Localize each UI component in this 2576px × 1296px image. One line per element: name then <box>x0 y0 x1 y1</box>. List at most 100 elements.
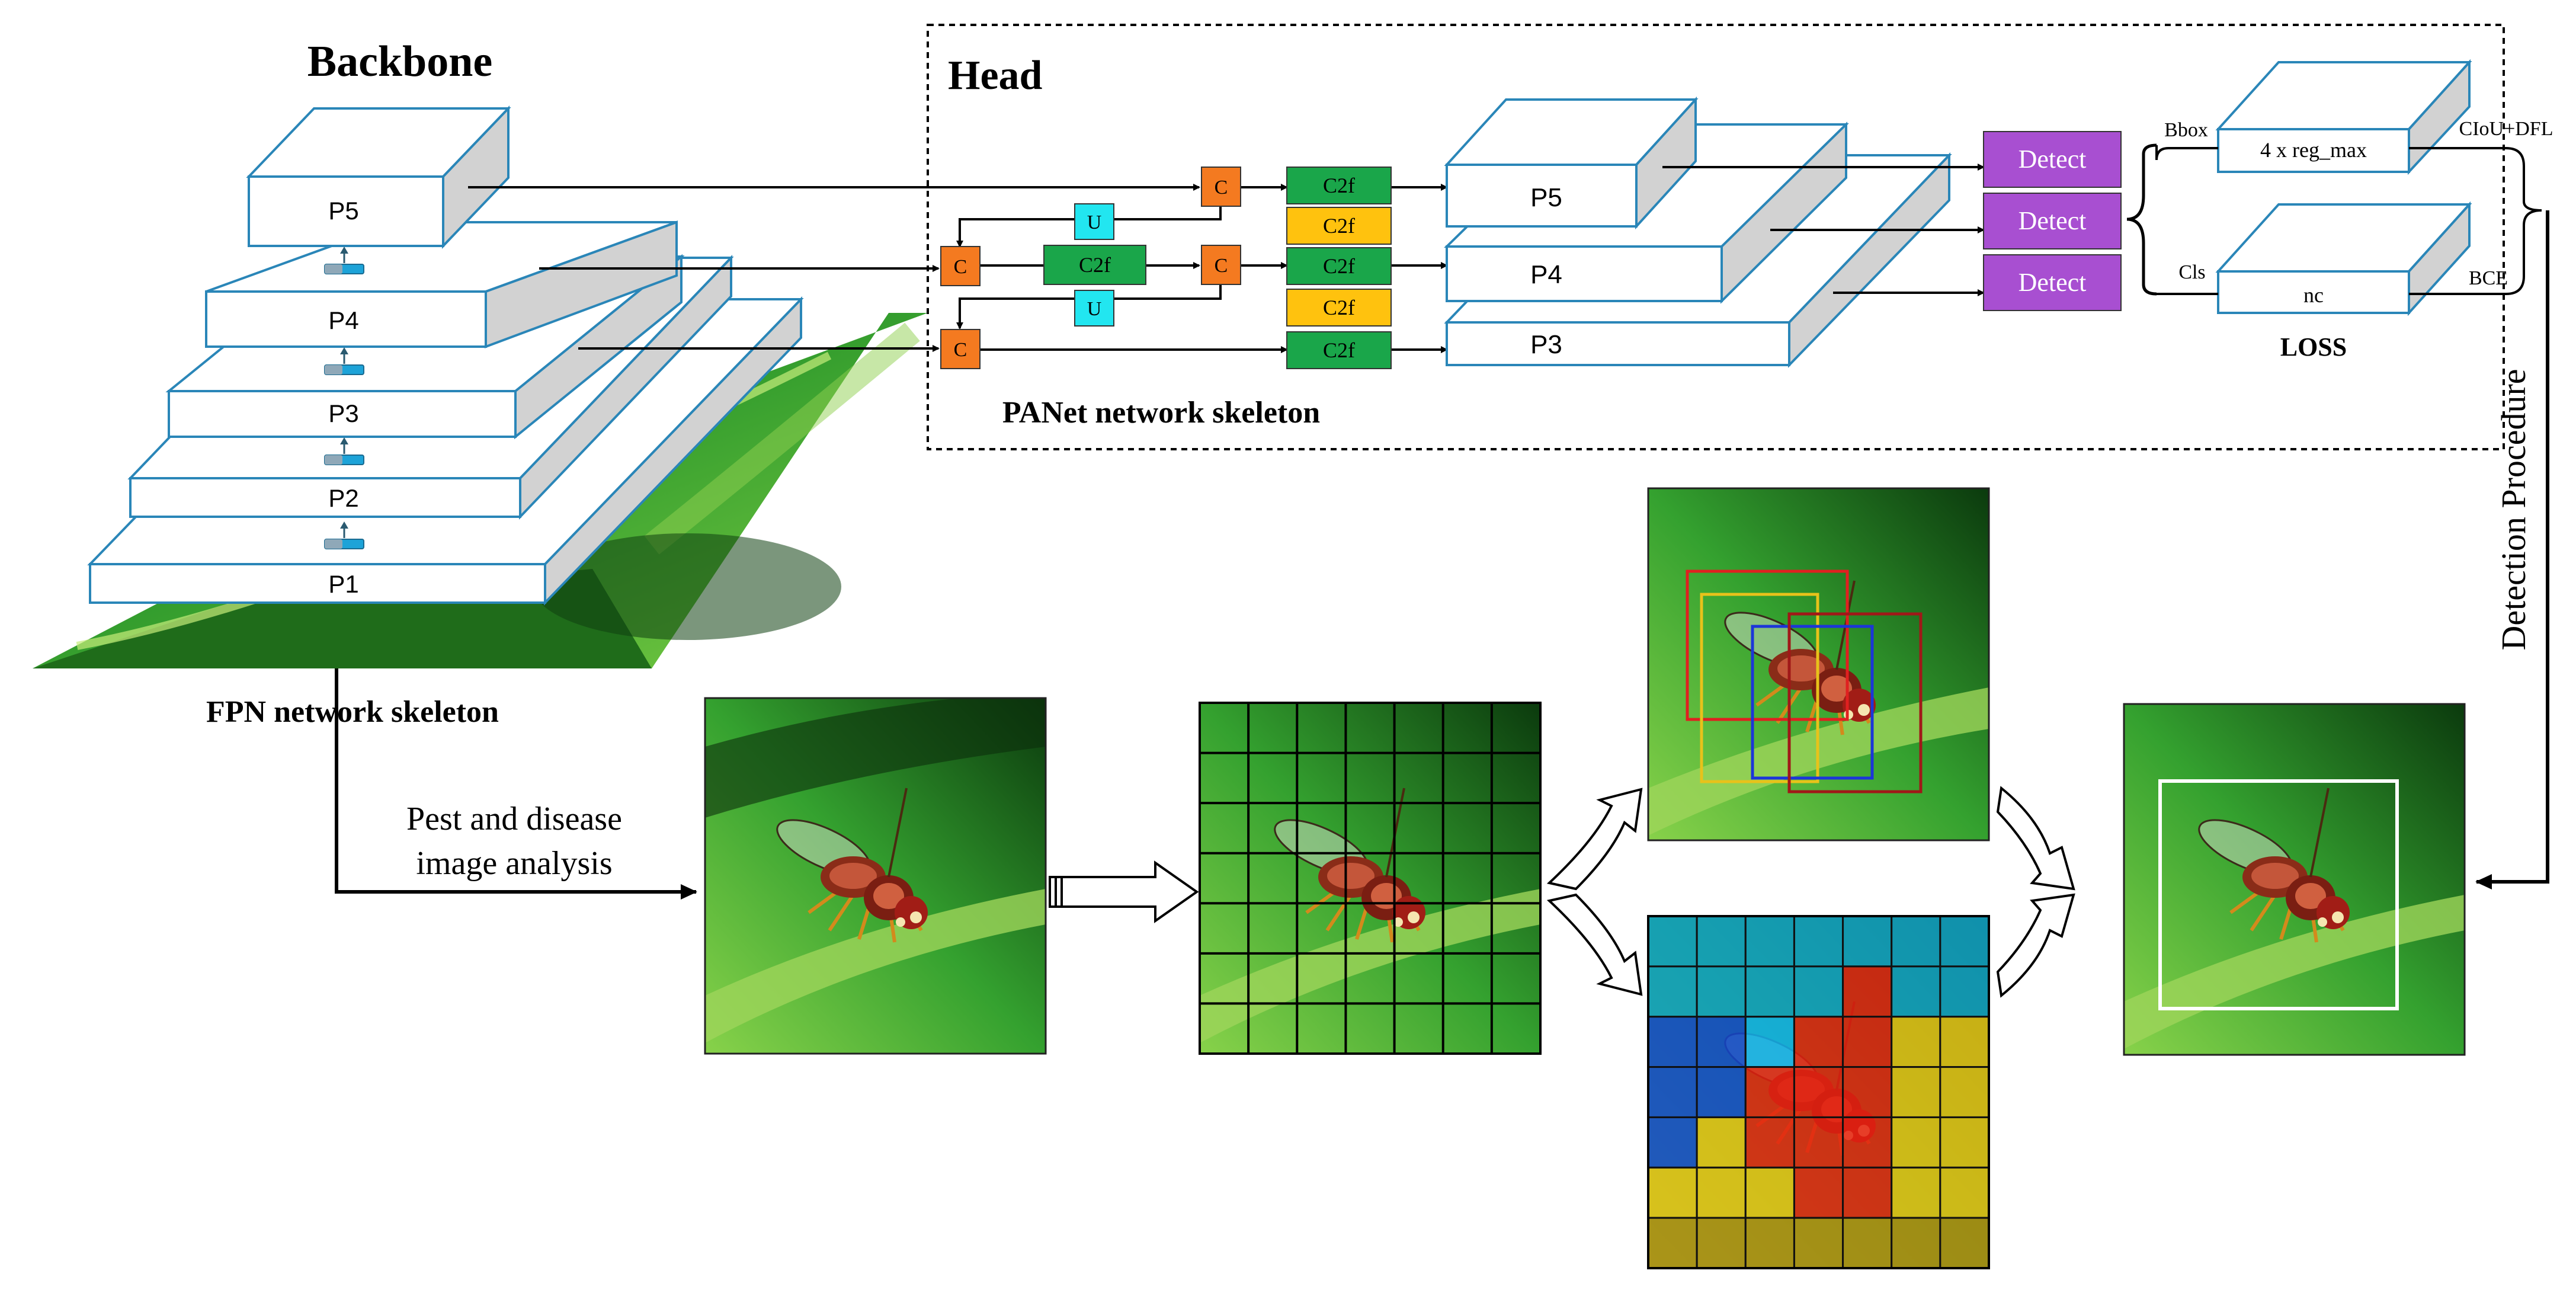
svg-text:C2f: C2f <box>1323 214 1355 238</box>
bbox-blue <box>1751 625 1874 780</box>
svg-text:C2f: C2f <box>1323 254 1355 278</box>
svg-text:Detect: Detect <box>2018 268 2087 297</box>
class-map-cell <box>1793 1116 1844 1169</box>
class-map-cell <box>1744 1066 1795 1118</box>
class-map-cell <box>1696 1217 1747 1269</box>
detect-node-2: Detect <box>1983 193 2122 249</box>
class-map-cell <box>1842 1166 1893 1219</box>
svg-text:Detect: Detect <box>2018 206 2087 235</box>
class-map-cell <box>1647 1217 1698 1269</box>
loss-bce-label: BCE <box>2469 267 2508 289</box>
svg-text:C: C <box>954 256 967 278</box>
analysis-label-line1: Pest and disease <box>406 801 622 837</box>
svg-text:C: C <box>1215 177 1228 199</box>
backbone-title: Backbone <box>307 37 493 86</box>
c2f-node-1: C2f <box>1286 167 1392 204</box>
label-p2: P2 <box>328 484 358 512</box>
backbone-stack <box>87 105 804 606</box>
class-map-cell <box>1793 915 1844 968</box>
label-p5: P5 <box>328 197 358 225</box>
class-map-cell <box>1744 1217 1795 1269</box>
grid-image <box>1199 702 1542 1055</box>
class-map-cell <box>1647 1166 1698 1219</box>
class-map-cell <box>1744 1116 1795 1169</box>
arrow-to-grid <box>1049 860 1199 923</box>
class-map-cell <box>1696 1116 1747 1169</box>
svg-text:U: U <box>1087 212 1102 233</box>
detection-procedure-label: Detection Procedure <box>2494 369 2533 650</box>
class-map-cell <box>1696 965 1747 1018</box>
detect-node-3: Detect <box>1983 254 2122 311</box>
class-map-cell <box>1744 1166 1795 1219</box>
final-detection-image <box>2123 703 2466 1056</box>
label-p1: P1 <box>328 570 358 598</box>
backbone-conv-markers <box>324 247 364 549</box>
conv-marker-2 <box>324 437 364 465</box>
analysis-label-line2: image analysis <box>416 845 612 882</box>
class-map-cell <box>1891 1116 1941 1169</box>
class-map-cell <box>1744 915 1795 968</box>
upsample-node-2: U <box>1074 290 1114 327</box>
class-map-cell <box>1647 1066 1698 1118</box>
c2f-column: C2f C2f C2f C2f C2f <box>1286 167 1392 369</box>
class-map-cell <box>1891 1166 1941 1219</box>
concat-node-bottom: C <box>940 329 981 369</box>
svg-text:C: C <box>1215 255 1228 277</box>
head-label-p4: P4 <box>1530 260 1562 289</box>
grid-overlay <box>1200 703 1540 1054</box>
head-label-p3: P3 <box>1530 330 1562 359</box>
loss-cls-label: Cls <box>2178 261 2205 283</box>
class-map-cell <box>1939 915 1990 968</box>
label-p3: P3 <box>328 399 358 427</box>
loss-reg-label: 4 x reg_max <box>2260 138 2367 162</box>
concat-node-mid: C <box>1201 245 1241 285</box>
loss-ciou-label: CIoU+DFL <box>2459 118 2553 140</box>
class-probability-grid <box>1647 915 1990 1269</box>
detect-arrows <box>1662 164 1985 296</box>
loss-wiring <box>2155 145 2542 295</box>
upsample-node-1: U <box>1074 203 1114 240</box>
backbone-head-connectors <box>468 184 1200 352</box>
fpn-title: FPN network skeleton <box>206 695 499 729</box>
head-region <box>927 24 2505 450</box>
class-map-cell <box>1939 1116 1990 1169</box>
bbox-red <box>1686 569 1849 721</box>
class-map-cell <box>1793 1217 1844 1269</box>
detect-brace <box>2126 143 2157 296</box>
detect-node-1: Detect <box>1983 131 2122 188</box>
loss-nc-box <box>2215 201 2472 316</box>
class-map-cell <box>1842 1066 1893 1118</box>
c2f-node-4: C2f <box>1286 289 1392 327</box>
svg-text:C: C <box>954 339 967 361</box>
class-map-image <box>1647 915 1990 1269</box>
class-map-cell <box>1891 1066 1941 1118</box>
class-map-cell <box>1842 1116 1893 1169</box>
class-map-cell <box>1696 915 1747 968</box>
analysis-path <box>335 668 697 900</box>
class-map-cell <box>1793 1166 1844 1219</box>
class-map-cell <box>1647 965 1698 1018</box>
loss-reg-box <box>2215 59 2472 175</box>
loss-bbox-label: Bbox <box>2164 119 2208 141</box>
loss-title: LOSS <box>2280 332 2347 361</box>
c2f-node-left: C2f <box>1043 245 1146 285</box>
svg-text:C2f: C2f <box>1323 174 1355 197</box>
final-bbox <box>2158 779 2399 1010</box>
class-map-cell <box>1793 1016 1844 1068</box>
class-map-cell <box>1842 1217 1893 1269</box>
loss-nc-label: nc <box>2303 283 2324 307</box>
class-map-cell <box>1696 1016 1747 1068</box>
concat-node-top: C <box>1201 167 1241 207</box>
class-map-cell <box>1647 1016 1698 1068</box>
merge-arrow <box>1996 786 2075 998</box>
class-map-cell <box>1696 1166 1747 1219</box>
class-map-cell <box>1939 1016 1990 1068</box>
class-map-cell <box>1891 1217 1941 1269</box>
input-image <box>704 697 1047 1055</box>
concat-node-left: C <box>940 246 981 286</box>
class-map-cell <box>1891 1016 1941 1068</box>
class-map-cell <box>1842 915 1893 968</box>
panet-title: PANet network skeleton <box>1002 396 1320 430</box>
c2f-node-2: C2f <box>1286 207 1392 245</box>
head-label-p5: P5 <box>1530 183 1562 212</box>
